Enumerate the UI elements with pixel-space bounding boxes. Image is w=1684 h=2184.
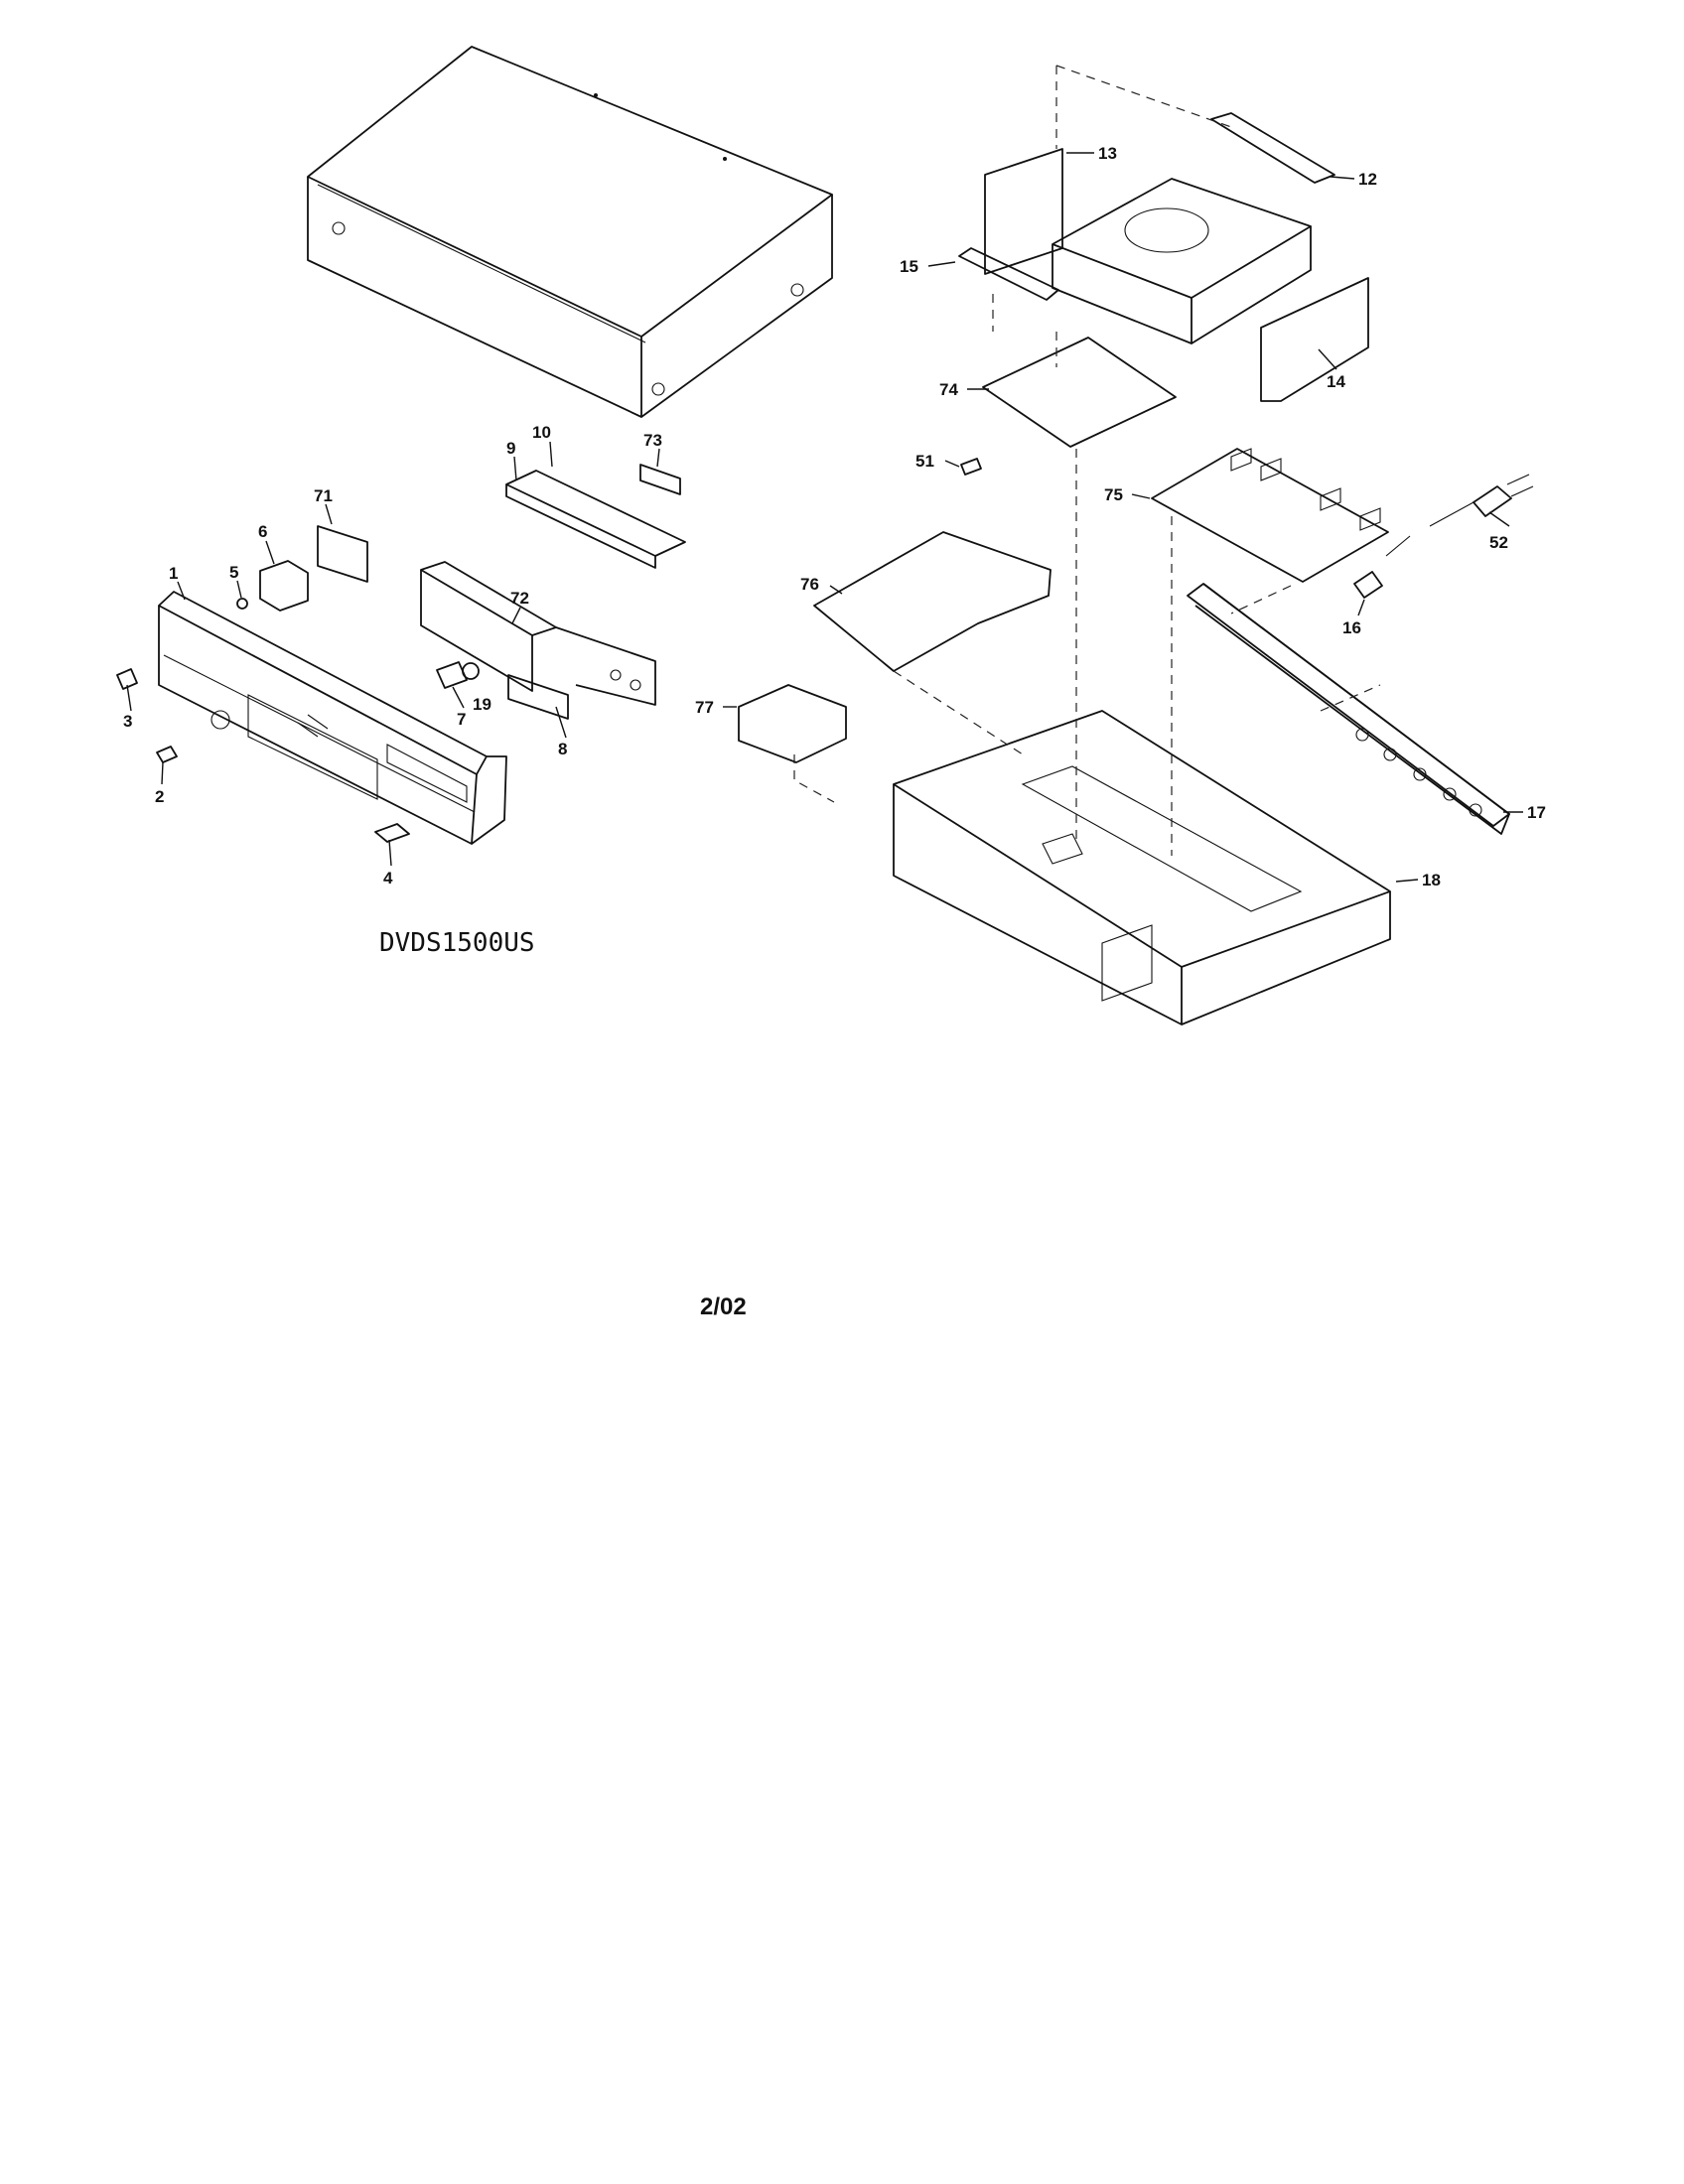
bracket-9-10 xyxy=(505,470,686,569)
callout-9: 9 xyxy=(506,439,515,458)
top-cover xyxy=(307,46,833,418)
leader-lines xyxy=(126,152,1523,883)
part-5 xyxy=(236,598,248,610)
callout-76: 76 xyxy=(800,575,819,594)
pcb-73 xyxy=(639,464,681,495)
model-label: DVDS1500US xyxy=(379,928,535,958)
callout-19: 19 xyxy=(473,695,491,714)
pcb-76 xyxy=(813,531,1052,672)
callout-3: 3 xyxy=(123,712,132,731)
button-4 xyxy=(374,823,410,843)
display-pcb-72 xyxy=(420,561,656,706)
switch-19 xyxy=(462,662,480,680)
bracket-14 xyxy=(1260,277,1369,402)
callout-10: 10 xyxy=(532,423,551,442)
callout-12: 12 xyxy=(1358,170,1377,189)
callout-14: 14 xyxy=(1327,372,1345,391)
pcb-75 xyxy=(1151,448,1389,583)
assembly-guides xyxy=(793,65,1381,856)
connector-8 xyxy=(507,674,569,720)
callout-15: 15 xyxy=(900,257,918,276)
date-label: 2/02 xyxy=(700,1294,747,1320)
callout-6: 6 xyxy=(258,522,267,541)
callout-17: 17 xyxy=(1527,803,1546,822)
jack-pcb-77 xyxy=(738,684,847,763)
front-panel xyxy=(158,591,507,845)
callout-74: 74 xyxy=(939,380,958,399)
callout-71: 71 xyxy=(314,486,333,505)
part-7 xyxy=(436,661,468,689)
callout-4: 4 xyxy=(383,869,393,887)
bracket-13 xyxy=(984,148,1063,275)
button-3 xyxy=(116,668,138,690)
rear-panel-17 xyxy=(1187,583,1510,835)
callout-16: 16 xyxy=(1342,618,1361,637)
callout-77: 77 xyxy=(695,698,714,717)
callout-5: 5 xyxy=(229,563,238,582)
dvd-loader xyxy=(1052,178,1312,344)
strain-relief-16 xyxy=(1353,571,1383,599)
sheet-74 xyxy=(982,337,1177,448)
callout-7: 7 xyxy=(457,710,466,729)
power-cord-52 xyxy=(1385,474,1534,557)
callout-18: 18 xyxy=(1422,871,1441,889)
callout-13: 13 xyxy=(1098,144,1117,163)
callout-73: 73 xyxy=(643,431,662,450)
bar-15 xyxy=(958,247,1059,301)
knob-2 xyxy=(156,746,178,763)
pcb-71 xyxy=(317,525,368,583)
bracket-6 xyxy=(259,560,309,612)
callout-1: 1 xyxy=(169,564,178,583)
callout-8: 8 xyxy=(558,740,567,758)
callout-75: 75 xyxy=(1104,485,1123,504)
bracket-12 xyxy=(1210,112,1335,184)
part-51 xyxy=(960,458,982,476)
callout-52: 52 xyxy=(1489,533,1508,552)
callout-72: 72 xyxy=(510,589,529,608)
chassis-18 xyxy=(893,710,1391,1025)
callout-51: 51 xyxy=(915,452,934,471)
callout-2: 2 xyxy=(155,787,164,806)
